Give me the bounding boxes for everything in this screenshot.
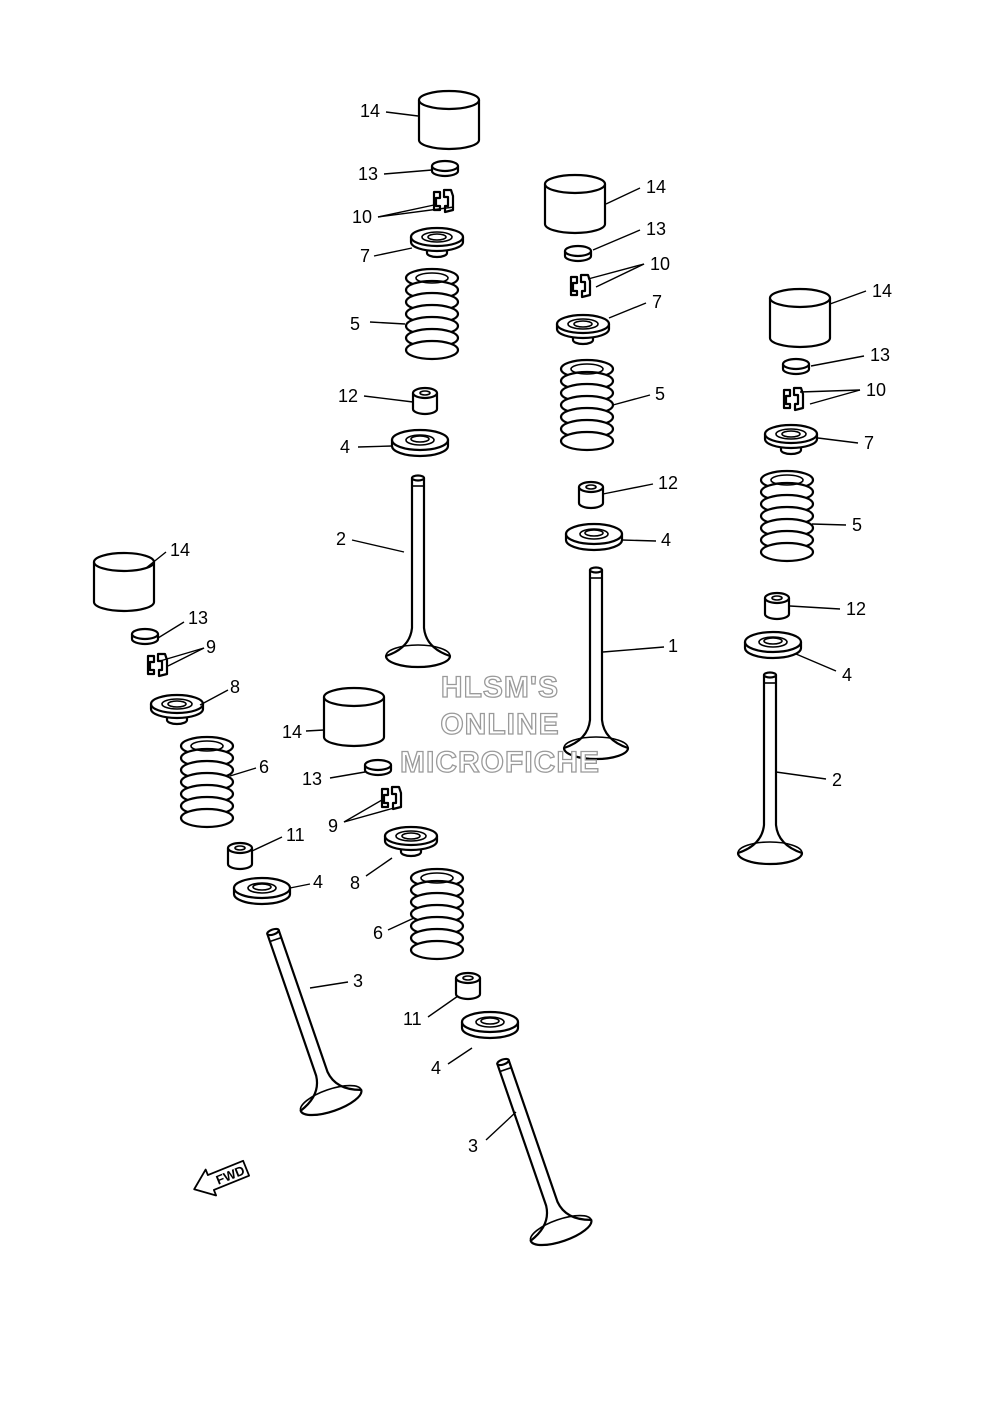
shim-b	[563, 244, 593, 263]
stem-seal-b	[577, 480, 605, 510]
tappet-bucket-e	[322, 686, 386, 748]
callout-c-seal: 12	[846, 599, 866, 619]
callout-e-shim: 13	[302, 769, 322, 789]
valve-spring-a	[404, 267, 460, 361]
callout-a-seal: 12	[338, 386, 358, 406]
valve-assembly-a: 14 13 10 7 5 12 4 2	[336, 89, 481, 669]
callout-a-retainer: 7	[360, 246, 370, 266]
callout-a-seat: 4	[340, 437, 350, 457]
callout-c-spring: 5	[852, 515, 862, 535]
callout-a-valve: 2	[336, 529, 346, 549]
callout-d-retainer: 8	[230, 677, 240, 697]
callout-e-seat: 4	[431, 1058, 441, 1078]
callout-d-seal: 11	[286, 825, 305, 845]
watermark-line-1: HLSM'S	[441, 671, 559, 704]
callout-d-tappet: 14	[170, 540, 190, 560]
valve-spring-e	[409, 867, 465, 961]
stem-seal-a	[411, 386, 439, 416]
callout-b-retainer: 7	[652, 292, 662, 312]
callout-c-tappet: 14	[872, 281, 892, 301]
callout-b-shim: 13	[646, 219, 666, 239]
callout-e-spring: 6	[373, 923, 383, 943]
callout-c-seat: 4	[842, 665, 852, 685]
spring-retainer-a	[409, 226, 465, 259]
shim-c	[781, 357, 811, 376]
valve-assembly-b: 14 13 10 7 5 12 4 1	[543, 173, 678, 761]
spring-retainer-c	[763, 423, 819, 456]
callout-d-shim: 13	[188, 608, 208, 628]
valve-d	[240, 918, 366, 1123]
watermark-line-2: ONLINE	[440, 708, 559, 741]
spring-seat-a	[390, 428, 450, 458]
tappet-bucket-d	[92, 551, 156, 613]
callout-b-spring: 5	[655, 384, 665, 404]
watermark: HLSM'S ONLINE MICROFICHE	[399, 670, 600, 779]
spring-retainer-d	[149, 693, 205, 726]
callout-d-seat: 4	[313, 872, 323, 892]
valve-a	[384, 474, 452, 669]
callout-e-cotter: 9	[328, 816, 338, 836]
callout-a-cotter: 10	[352, 207, 372, 227]
callout-d-valve: 3	[353, 971, 363, 991]
tappet-bucket-c	[768, 287, 832, 349]
callout-d-spring: 6	[259, 757, 269, 777]
callout-c-cotter: 10	[866, 380, 886, 400]
shim-d	[130, 627, 160, 646]
cotter-e	[380, 785, 403, 811]
tappet-bucket-b	[543, 173, 607, 235]
valve-assembly-c: 14 13 10 7 5 12 4 2	[736, 281, 892, 866]
callout-a-spring: 5	[350, 314, 360, 334]
valve-assembly-e: 14 13 9 8 6 11 4 3	[282, 686, 596, 1253]
cotter-b	[569, 273, 592, 299]
valve-e	[470, 1048, 596, 1253]
callout-b-seat: 4	[661, 530, 671, 550]
callout-e-tappet: 14	[282, 722, 302, 742]
spring-seat-c	[743, 630, 803, 660]
spring-seat-e	[460, 1010, 520, 1040]
valve-c	[736, 671, 804, 866]
callout-a-tappet: 14	[360, 101, 380, 121]
watermark-line-3: MICROFICHE	[400, 746, 600, 779]
shim-a	[430, 159, 460, 178]
callout-b-tappet: 14	[646, 177, 666, 197]
callout-a-shim: 13	[358, 164, 378, 184]
callout-b-cotter: 10	[650, 254, 670, 274]
valve-spring-d	[179, 735, 235, 829]
callout-c-shim: 13	[870, 345, 890, 365]
tappet-bucket-a	[417, 89, 481, 151]
spring-retainer-b	[555, 313, 611, 346]
valve-b	[562, 566, 630, 761]
valve-spring-b	[559, 358, 615, 452]
spring-seat-b	[564, 522, 624, 552]
callout-e-seal: 11	[403, 1009, 422, 1029]
fwd-arrow-icon: FWD	[193, 1159, 251, 1197]
stem-seal-c	[763, 591, 791, 621]
callout-c-valve: 2	[832, 770, 842, 790]
callout-b-valve: 1	[668, 636, 678, 656]
spring-retainer-e	[383, 825, 439, 858]
stem-seal-e	[454, 971, 482, 1001]
stem-seal-d	[226, 841, 254, 871]
spring-seat-d	[232, 876, 292, 906]
callout-e-retainer: 8	[350, 873, 360, 893]
callout-c-retainer: 7	[864, 433, 874, 453]
valve-spring-c	[759, 469, 815, 563]
callout-e-valve: 3	[468, 1136, 478, 1156]
valve-assembly-d: 14 13 9 8 6 11 4 3	[92, 540, 366, 1123]
callout-b-seal: 12	[658, 473, 678, 493]
callout-d-cotter: 9	[206, 637, 216, 657]
shim-e	[363, 758, 393, 777]
cotter-d	[146, 652, 169, 678]
